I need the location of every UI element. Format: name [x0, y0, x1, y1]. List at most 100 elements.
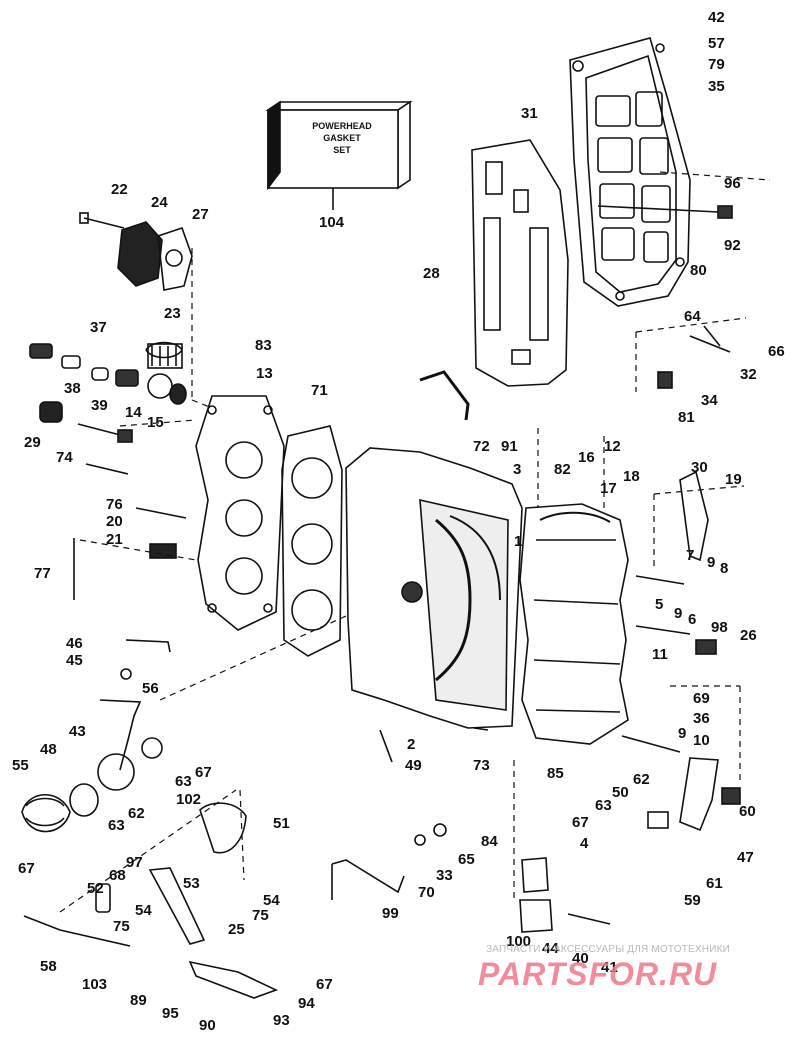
callout-1: 1 [514, 533, 523, 550]
callout-48: 48 [40, 741, 57, 758]
callout-18: 18 [623, 468, 640, 485]
linkage-lower-left [21, 639, 279, 999]
callout-26: 26 [740, 627, 757, 644]
callout-19: 19 [725, 471, 742, 488]
callout-24: 24 [151, 194, 168, 211]
callout-16: 16 [578, 449, 595, 466]
callout-97: 97 [126, 854, 143, 871]
callout-100: 100 [506, 933, 532, 950]
callout-12: 12 [604, 438, 621, 455]
callout-99: 99 [382, 905, 399, 922]
callout-3: 3 [513, 461, 522, 478]
callout-22: 22 [111, 181, 128, 198]
sensor-parts [29, 343, 187, 600]
callout-60: 60 [739, 803, 756, 820]
callout-9c: 9 [678, 725, 687, 742]
cylinder-head [195, 395, 285, 631]
callout-74: 74 [56, 449, 73, 466]
callout-76: 76 [106, 496, 123, 513]
callout-35: 35 [708, 78, 725, 95]
callout-93: 93 [273, 1012, 290, 1029]
callout-51: 51 [273, 815, 290, 832]
callout-11: 11 [652, 646, 668, 663]
dashed-guides [59, 171, 771, 913]
callout-50: 50 [612, 784, 629, 801]
callout-36: 36 [693, 710, 710, 727]
callout-47: 47 [737, 849, 754, 866]
callout-69: 69 [693, 690, 710, 707]
callout-6: 6 [688, 611, 697, 628]
right-side-hardware [597, 205, 741, 832]
callout-52: 52 [87, 880, 104, 897]
cylinder-block [345, 370, 523, 729]
callout-72: 72 [473, 438, 490, 455]
callout-43: 43 [69, 723, 86, 740]
callout-84: 84 [481, 833, 498, 850]
callout-41: 41 [601, 959, 618, 976]
callout-49: 49 [405, 757, 422, 774]
callout-20: 20 [106, 513, 123, 530]
callout-79: 79 [708, 56, 725, 73]
gasket-set-box [265, 100, 413, 210]
head-gasket [281, 425, 343, 657]
callout-34: 34 [701, 392, 718, 409]
callout-63c: 63 [595, 797, 612, 814]
callout-44: 44 [542, 940, 559, 957]
callout-55: 55 [12, 757, 29, 774]
callout-42: 42 [708, 9, 725, 26]
callout-62a: 62 [633, 771, 650, 788]
callout-57: 57 [708, 35, 725, 52]
callout-4: 4 [580, 835, 589, 852]
callout-67d: 67 [316, 976, 333, 993]
callout-45: 45 [66, 652, 83, 669]
callout-67b: 67 [572, 814, 589, 831]
callout-17: 17 [600, 480, 617, 497]
callout-91: 91 [501, 438, 518, 455]
callout-70: 70 [418, 884, 435, 901]
gasket-set-line-2: GASKET [323, 133, 361, 143]
callout-68: 68 [109, 867, 126, 884]
callout-63a: 63 [175, 773, 192, 790]
callout-2: 2 [407, 736, 416, 753]
callout-75a: 75 [252, 907, 269, 924]
callout-66: 66 [768, 343, 785, 360]
gasket-set-label: POWERHEAD GASKET SET [282, 120, 402, 156]
exhaust-cover [569, 37, 691, 307]
watermark-logo: PARTSFOR.RU [478, 956, 718, 992]
callout-56: 56 [142, 680, 159, 697]
gasket-set-line-3: SET [333, 145, 351, 155]
callout-27: 27 [192, 206, 209, 223]
callout-80: 80 [690, 262, 707, 279]
callout-5: 5 [655, 596, 664, 613]
callout-33: 33 [436, 867, 453, 884]
callout-9b: 9 [674, 605, 683, 622]
lower-center-hardware [331, 727, 611, 933]
callout-38: 38 [64, 380, 81, 397]
callout-23: 23 [164, 305, 181, 322]
callout-90: 90 [199, 1017, 216, 1034]
callout-67a: 67 [195, 764, 212, 781]
callout-95: 95 [162, 1005, 179, 1022]
callout-102: 102 [176, 791, 202, 808]
callout-59: 59 [684, 892, 701, 909]
callout-67c: 67 [18, 860, 35, 877]
callout-40: 40 [572, 950, 589, 967]
callout-96: 96 [724, 175, 741, 192]
callout-30: 30 [691, 459, 708, 476]
callout-54a: 54 [263, 892, 280, 909]
callout-61: 61 [706, 875, 723, 892]
callout-62b: 62 [128, 805, 145, 822]
callout-32: 32 [740, 366, 757, 383]
callout-89: 89 [130, 992, 147, 1009]
callout-77: 77 [34, 565, 51, 582]
callout-53: 53 [183, 875, 200, 892]
callout-65: 65 [458, 851, 475, 868]
callout-46: 46 [66, 635, 83, 652]
callout-73: 73 [473, 757, 490, 774]
thermostat-group [79, 212, 193, 369]
callout-39: 39 [91, 397, 108, 414]
callout-94: 94 [298, 995, 315, 1012]
callout-25: 25 [228, 921, 245, 938]
callout-13: 13 [256, 365, 273, 382]
callout-15: 15 [147, 414, 164, 431]
